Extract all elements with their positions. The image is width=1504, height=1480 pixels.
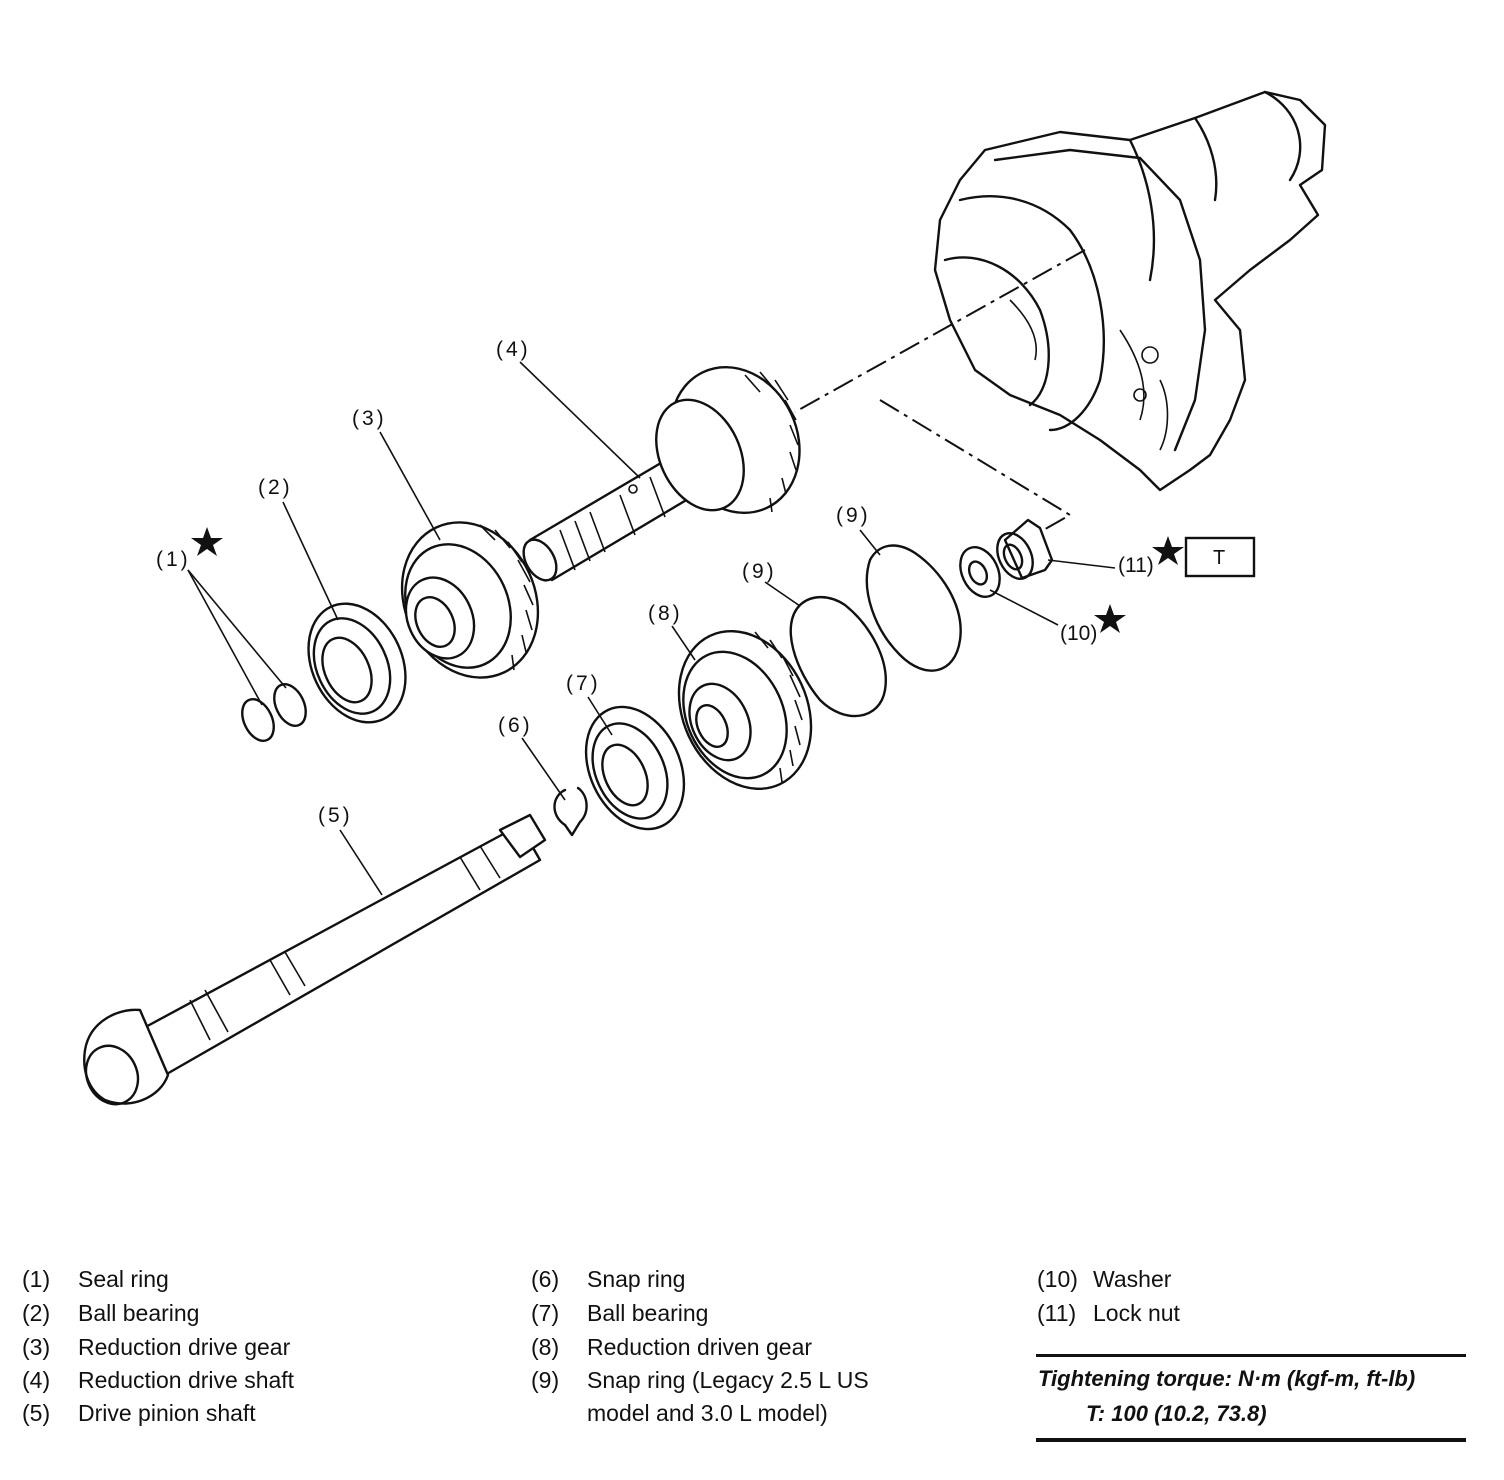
legend-number: (6)	[531, 1266, 560, 1292]
lock-nut	[996, 518, 1054, 580]
snap-ring-6	[553, 786, 588, 837]
star-icon	[1094, 604, 1126, 633]
callout-2: (2)	[258, 476, 293, 499]
reduction-driven-gear	[677, 629, 813, 791]
legend-number: (1)	[22, 1266, 51, 1292]
legend-label: Ball bearing	[587, 1300, 709, 1326]
torque-marker-box: T	[1184, 536, 1256, 578]
legend-label: Drive pinion shaft	[78, 1400, 256, 1426]
centerlines	[794, 249, 1086, 533]
legend-label: Seal ring	[78, 1266, 169, 1292]
legend-label: Lock nut	[1093, 1300, 1180, 1326]
legend-number: (9)	[531, 1367, 560, 1393]
snap-rings-9	[789, 544, 962, 718]
legend-label: Reduction driven gear	[587, 1334, 813, 1360]
callout-1: (1)	[156, 548, 191, 571]
legend-label: Snap ring	[587, 1266, 686, 1292]
callout-9b: (9)	[836, 504, 871, 527]
legend-label: Washer	[1093, 1266, 1172, 1292]
seal-rings	[241, 683, 307, 742]
star-icon	[191, 527, 223, 556]
legend-label: Reduction drive gear	[78, 1334, 291, 1360]
reduction-drive-gear	[400, 521, 540, 679]
legend-label: Snap ring (Legacy 2.5 L US	[587, 1367, 869, 1393]
star-markers	[191, 527, 1184, 633]
callout-7: (7)	[566, 672, 601, 695]
leader-lines	[187, 361, 1116, 896]
legend-number: (10)	[1037, 1266, 1078, 1292]
legend-number: (8)	[531, 1334, 560, 1360]
divider	[1036, 1438, 1466, 1442]
torque-value: T: 100 (10.2, 73.8)	[1086, 1401, 1267, 1426]
callout-5: (5)	[318, 804, 353, 827]
transfer-case-housing	[933, 90, 1327, 492]
callout-6: (6)	[498, 714, 533, 737]
callout-8: (8)	[648, 602, 683, 625]
star-icon	[1152, 536, 1184, 565]
legend-number: (4)	[22, 1367, 51, 1393]
tightening-torque-block: Tightening torque: N·m (kgf-m, ft-lb) T:…	[1036, 1354, 1466, 1444]
ball-bearing-7	[584, 705, 686, 831]
callout-3: (3)	[352, 407, 387, 430]
drive-pinion-shaft	[83, 813, 547, 1106]
legend-label: Ball bearing	[78, 1300, 200, 1326]
legend-number: (7)	[531, 1300, 560, 1326]
torque-marker-label: T	[1213, 547, 1225, 569]
legend-number: (5)	[22, 1400, 51, 1426]
callout-4: (4)	[496, 338, 531, 361]
divider	[1036, 1354, 1466, 1357]
legend-number: (3)	[22, 1334, 51, 1360]
ball-bearing-2	[307, 602, 407, 724]
callout-10: (10)	[1060, 622, 1097, 645]
legend-label: Reduction drive shaft	[78, 1367, 295, 1393]
exploded-view-diagram: (1) (2) (3) (4) (5) (6) (7) (8) (9) (9) …	[83, 90, 1327, 1106]
torque-title: Tightening torque: N·m (kgf-m, ft-lb)	[1038, 1366, 1416, 1391]
callout-11: (11)	[1118, 554, 1154, 577]
reduction-drive-shaft	[522, 365, 801, 582]
callout-9a: (9)	[742, 560, 777, 583]
washer	[959, 546, 1001, 598]
legend-label: model and 3.0 L model)	[587, 1400, 828, 1426]
legend-number: (11)	[1037, 1300, 1077, 1326]
callout-labels: (1) (2) (3) (4) (5) (6) (7) (8) (9) (9) …	[156, 338, 1154, 827]
legend-number: (2)	[22, 1300, 51, 1326]
